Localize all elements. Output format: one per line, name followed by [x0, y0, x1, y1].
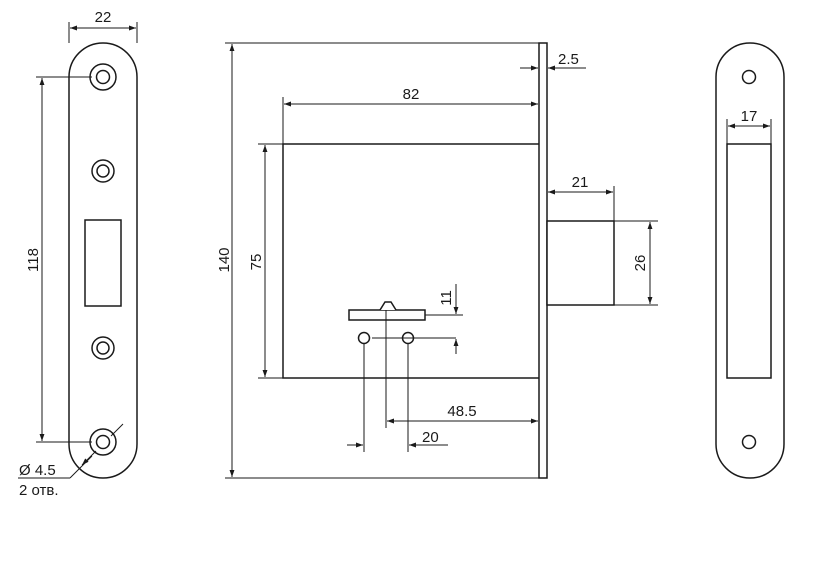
dim-strike-width-label: 22	[95, 9, 112, 26]
dim-key-offset: 11	[425, 284, 463, 354]
hole-diameter-note: Ø 4.5 2 отв.	[18, 423, 124, 499]
dim-bolt-projection-label: 21	[572, 174, 589, 191]
hole-count-label: 2 отв.	[19, 482, 59, 499]
faceplate-hole-bottom	[741, 434, 757, 450]
dim-strike-width: 22	[68, 9, 138, 43]
dead-bolt	[546, 220, 615, 306]
dim-spindle-spacing-label: 20	[422, 429, 439, 446]
faceplate-hole-top	[741, 69, 757, 85]
dim-backset-label: 48.5	[447, 403, 476, 420]
strike-hole-lower	[91, 336, 115, 360]
faceplate-side	[538, 42, 548, 479]
dim-total-height-label: 140	[216, 247, 233, 272]
dim-bolt-height-label: 26	[632, 255, 649, 272]
dim-faceplate-thickness: 2.5	[520, 51, 586, 71]
strike-bolt-slot	[84, 219, 122, 307]
faceplate-front-view: 17	[715, 42, 785, 479]
dim-bolt-height: 26	[614, 220, 658, 306]
dim-total-height: 140	[216, 42, 539, 479]
dim-body-height: 75	[248, 143, 283, 379]
dim-strike-hole-spacing-label: 118	[25, 248, 42, 272]
strike-hole-upper	[91, 159, 115, 183]
hole-diameter-label: Ø 4.5	[19, 462, 56, 479]
dim-faceplate-slot-width: 17	[726, 108, 772, 144]
strike-hole-top	[89, 63, 117, 91]
faceplate-slot	[726, 143, 772, 379]
spindle-hole-left	[357, 331, 371, 345]
dim-backset: 48.5	[385, 310, 538, 428]
dim-body-width-label: 82	[403, 86, 420, 103]
strike-plate-view: 22 118 Ø 4.5 2 отв.	[18, 9, 138, 499]
dim-spindle-spacing: 20	[347, 344, 448, 452]
strike-hole-bottom	[89, 428, 117, 456]
lock-body-view: 140 82 2.5 75 21	[216, 42, 658, 479]
dim-body-width: 82	[282, 43, 540, 144]
dim-body-height-label: 75	[248, 254, 265, 271]
dim-faceplate-thickness-label: 2.5	[558, 51, 579, 68]
dim-strike-hole-spacing: 118	[25, 76, 92, 443]
key-bar	[348, 309, 426, 321]
dim-bolt-projection: 21	[548, 174, 615, 221]
dim-key-offset-label: 11	[438, 290, 455, 306]
dim-faceplate-slot-width-label: 17	[741, 108, 758, 125]
